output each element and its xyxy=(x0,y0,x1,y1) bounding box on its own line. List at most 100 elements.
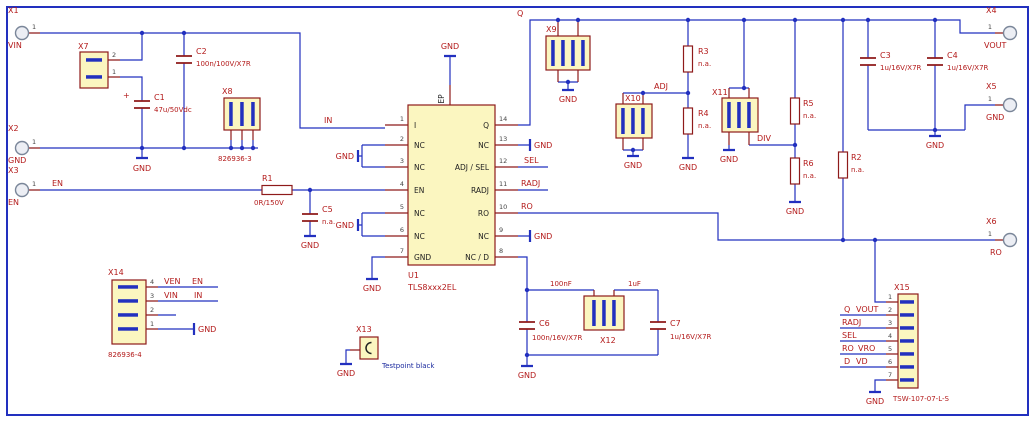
junction-dot xyxy=(139,145,145,151)
ic-pin-number: 8 xyxy=(499,247,503,255)
u1-ref: U1 xyxy=(408,271,419,280)
net-label-gnd: GND xyxy=(679,163,697,172)
junction-dot xyxy=(239,145,245,151)
x15-pin-number: 6 xyxy=(888,358,892,366)
junction-dot xyxy=(792,17,798,23)
x7-pin2-number: 2 xyxy=(112,51,116,59)
connector-contacts xyxy=(86,40,914,382)
net-label-gnd: GND xyxy=(301,241,319,250)
junction-dot xyxy=(575,17,581,23)
net-label-adj: ADJ xyxy=(654,82,668,91)
x1-ref: X1 xyxy=(8,6,19,15)
testpoint-x13-body xyxy=(359,336,379,360)
x4-ref: X4 xyxy=(986,6,997,15)
r6-value: n.a. xyxy=(803,172,816,180)
x13-value: Testpoint black xyxy=(381,362,435,370)
ic-pin-name: RADJ xyxy=(471,186,489,195)
net-label-q: Q xyxy=(517,9,523,18)
r2-ref: R2 xyxy=(851,153,862,162)
r4-value: n.a. xyxy=(698,122,711,130)
connector-x2 xyxy=(14,140,30,156)
net-label-ven: VEN xyxy=(164,277,181,286)
junction-dot xyxy=(565,79,571,85)
x2-net-label: GND xyxy=(8,156,26,165)
r5-value: n.a. xyxy=(803,112,816,120)
x4-net-label: VOUT xyxy=(984,41,1006,50)
c1-value: 47u/50Vdc xyxy=(154,106,192,114)
net-label-en: EN xyxy=(52,179,63,188)
c1-ref: C1 xyxy=(154,93,165,102)
x2-pin-number: 1 xyxy=(32,138,36,146)
x2-ref: X2 xyxy=(8,124,19,133)
junction-dot xyxy=(741,17,747,23)
schematic-frame xyxy=(6,6,1029,416)
x11-ref: X11 xyxy=(712,88,728,97)
resistor-r4-body xyxy=(682,107,694,135)
ic-pin-number: 3 xyxy=(400,157,404,165)
r1-value: 0R/150V xyxy=(254,199,284,207)
junction-dot xyxy=(228,145,234,151)
ic-pin-number: 4 xyxy=(400,180,404,188)
ic-pin-name: ADJ / SEL xyxy=(455,163,490,172)
x15-value: TSW-107-07-L-S xyxy=(892,395,950,403)
net-label-in: IN xyxy=(194,291,202,300)
r5-ref: R5 xyxy=(803,99,814,108)
r4-ref: R4 xyxy=(698,109,709,118)
junction-dot xyxy=(139,30,145,36)
resistor-r5-body xyxy=(789,97,801,125)
resistor-r1-body xyxy=(261,184,293,196)
ic-pin-name: RO xyxy=(478,209,489,218)
r1-ref: R1 xyxy=(262,174,273,183)
x6-ref: X6 xyxy=(986,217,997,226)
resistor-r3-body xyxy=(682,45,694,73)
ic-pin-name: I xyxy=(414,121,416,130)
net-label-radj: RADJ xyxy=(842,318,861,327)
x5-pin-number: 1 xyxy=(988,95,992,103)
ic-pin-name: NC xyxy=(414,163,425,172)
net-label-vro: VRO xyxy=(858,344,875,353)
junction-dot xyxy=(524,352,530,358)
capacitor-plates xyxy=(134,55,943,330)
net-label-1uf: 1uF xyxy=(628,280,641,288)
c4-ref: C4 xyxy=(947,51,958,60)
junction-dots xyxy=(139,17,938,358)
c4-value: 1u/16V/X7R xyxy=(947,64,989,72)
x15-pin-number: 3 xyxy=(888,319,892,327)
net-label-in: IN xyxy=(324,116,332,125)
ic-pin-number: 10 xyxy=(499,203,507,211)
junction-dot xyxy=(307,187,313,193)
ic-pin-number: 5 xyxy=(400,203,404,211)
connector-x6 xyxy=(1002,232,1018,248)
net-label-100nf: 100nF xyxy=(550,280,572,288)
net-label-gnd: GND xyxy=(720,155,738,164)
x7-pin1-number: 1 xyxy=(112,68,116,76)
net-label-gnd: GND xyxy=(518,371,536,380)
connector-x1 xyxy=(14,25,30,41)
x15-pin-number: 1 xyxy=(888,293,892,301)
net-label-div: DIV xyxy=(757,134,772,143)
x8-ref: X8 xyxy=(222,87,233,96)
x1-pin-number: 1 xyxy=(32,23,36,31)
r3-ref: R3 xyxy=(698,47,709,56)
r3-value: n.a. xyxy=(698,60,711,68)
ic-pin-number: 7 xyxy=(400,247,404,255)
u1-value: TLS8xxx2EL xyxy=(407,283,457,292)
ic-pin-name: NC xyxy=(414,232,425,241)
connector-x3 xyxy=(14,182,30,198)
junction-dot xyxy=(181,30,187,36)
net-label-gnd: GND xyxy=(786,207,804,216)
junction-dot xyxy=(640,90,646,96)
x1-net-label: VIN xyxy=(8,41,22,50)
x6-pin-number: 1 xyxy=(988,230,992,238)
junction-dot xyxy=(741,85,747,91)
x15-ref: X15 xyxy=(894,283,910,292)
c7-ref: C7 xyxy=(670,319,681,328)
junction-dot xyxy=(840,237,846,243)
junction-dot xyxy=(685,90,691,96)
x3-net-label: EN xyxy=(8,198,19,207)
x6-net-label: RO xyxy=(990,248,1002,257)
resistor-r2-body xyxy=(837,151,849,179)
junction-dot xyxy=(792,142,798,148)
ic-pin-number: 9 xyxy=(499,226,503,234)
